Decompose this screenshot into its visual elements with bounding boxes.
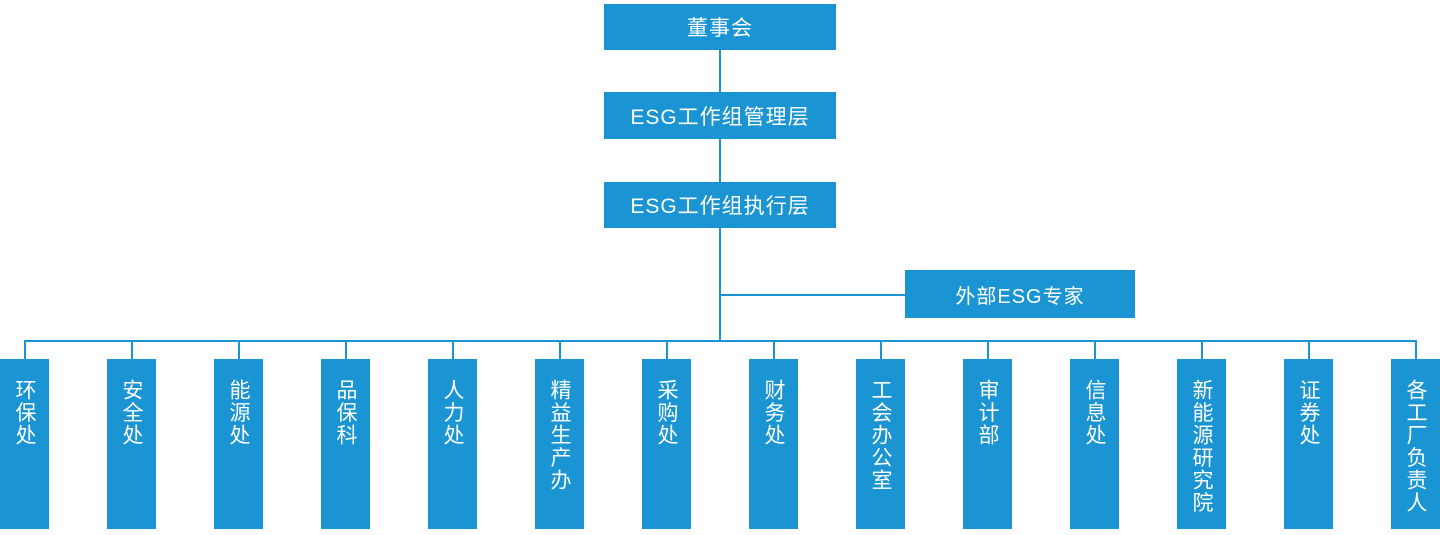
- connector-stub: [880, 342, 882, 359]
- dept-label: 各工厂负责人: [1404, 379, 1427, 514]
- dept-node: 审计部: [963, 359, 1012, 529]
- dept-label: 采购处: [655, 379, 678, 447]
- connector-stub: [452, 342, 454, 359]
- connector-stub: [1415, 342, 1417, 359]
- connector-stub: [559, 342, 561, 359]
- dept-label: 安全处: [120, 379, 143, 447]
- node-esg-management: ESG工作组管理层: [604, 92, 836, 139]
- connector-trunk: [719, 228, 721, 342]
- dept-node: 采购处: [642, 359, 691, 529]
- node-board-label: 董事会: [687, 17, 753, 40]
- dept-label: 新能源研究院: [1190, 379, 1213, 514]
- dept-label: 审计部: [976, 379, 999, 447]
- dept-node: 信息处: [1070, 359, 1119, 529]
- connector-stub: [131, 342, 133, 359]
- connector-stub: [1308, 342, 1310, 359]
- connector-management-execution: [719, 139, 721, 182]
- dept-label: 财务处: [762, 379, 785, 447]
- node-esg-execution-label: ESG工作组执行层: [630, 195, 810, 218]
- dept-node: 新能源研究院: [1177, 359, 1226, 529]
- dept-node: 环保处: [0, 359, 49, 529]
- dept-node: 财务处: [749, 359, 798, 529]
- node-external-esg-experts-label: 外部ESG专家: [955, 285, 1085, 308]
- dept-node: 品保科: [321, 359, 370, 529]
- node-board: 董事会: [604, 4, 836, 50]
- connector-stub: [1201, 342, 1203, 359]
- connector-expert-branch: [720, 294, 905, 296]
- connector-stub: [666, 342, 668, 359]
- dept-label: 能源处: [227, 379, 250, 447]
- dept-node: 各工厂负责人: [1391, 359, 1440, 529]
- connector-stub: [987, 342, 989, 359]
- dept-label: 环保处: [13, 379, 36, 447]
- dept-node: 人力处: [428, 359, 477, 529]
- connector-board-management: [719, 50, 721, 92]
- dept-label: 人力处: [441, 379, 464, 447]
- dept-label: 工会办公室: [869, 379, 892, 492]
- dept-label: 品保科: [334, 379, 357, 447]
- dept-node: 安全处: [107, 359, 156, 529]
- dept-label: 精益生产办: [548, 379, 571, 492]
- connector-stub: [773, 342, 775, 359]
- node-esg-execution: ESG工作组执行层: [604, 182, 836, 228]
- connector-stub: [345, 342, 347, 359]
- node-esg-management-label: ESG工作组管理层: [630, 105, 810, 129]
- node-external-esg-experts: 外部ESG专家: [905, 270, 1135, 318]
- dept-node: 工会办公室: [856, 359, 905, 529]
- connector-stub: [1094, 342, 1096, 359]
- dept-node: 能源处: [214, 359, 263, 529]
- dept-label: 证券处: [1297, 379, 1320, 447]
- dept-node: 证券处: [1284, 359, 1333, 529]
- connector-stub: [24, 342, 26, 359]
- dept-node: 精益生产办: [535, 359, 584, 529]
- connector-stub: [238, 342, 240, 359]
- dept-label: 信息处: [1083, 379, 1106, 447]
- connector-bus: [24, 340, 1417, 342]
